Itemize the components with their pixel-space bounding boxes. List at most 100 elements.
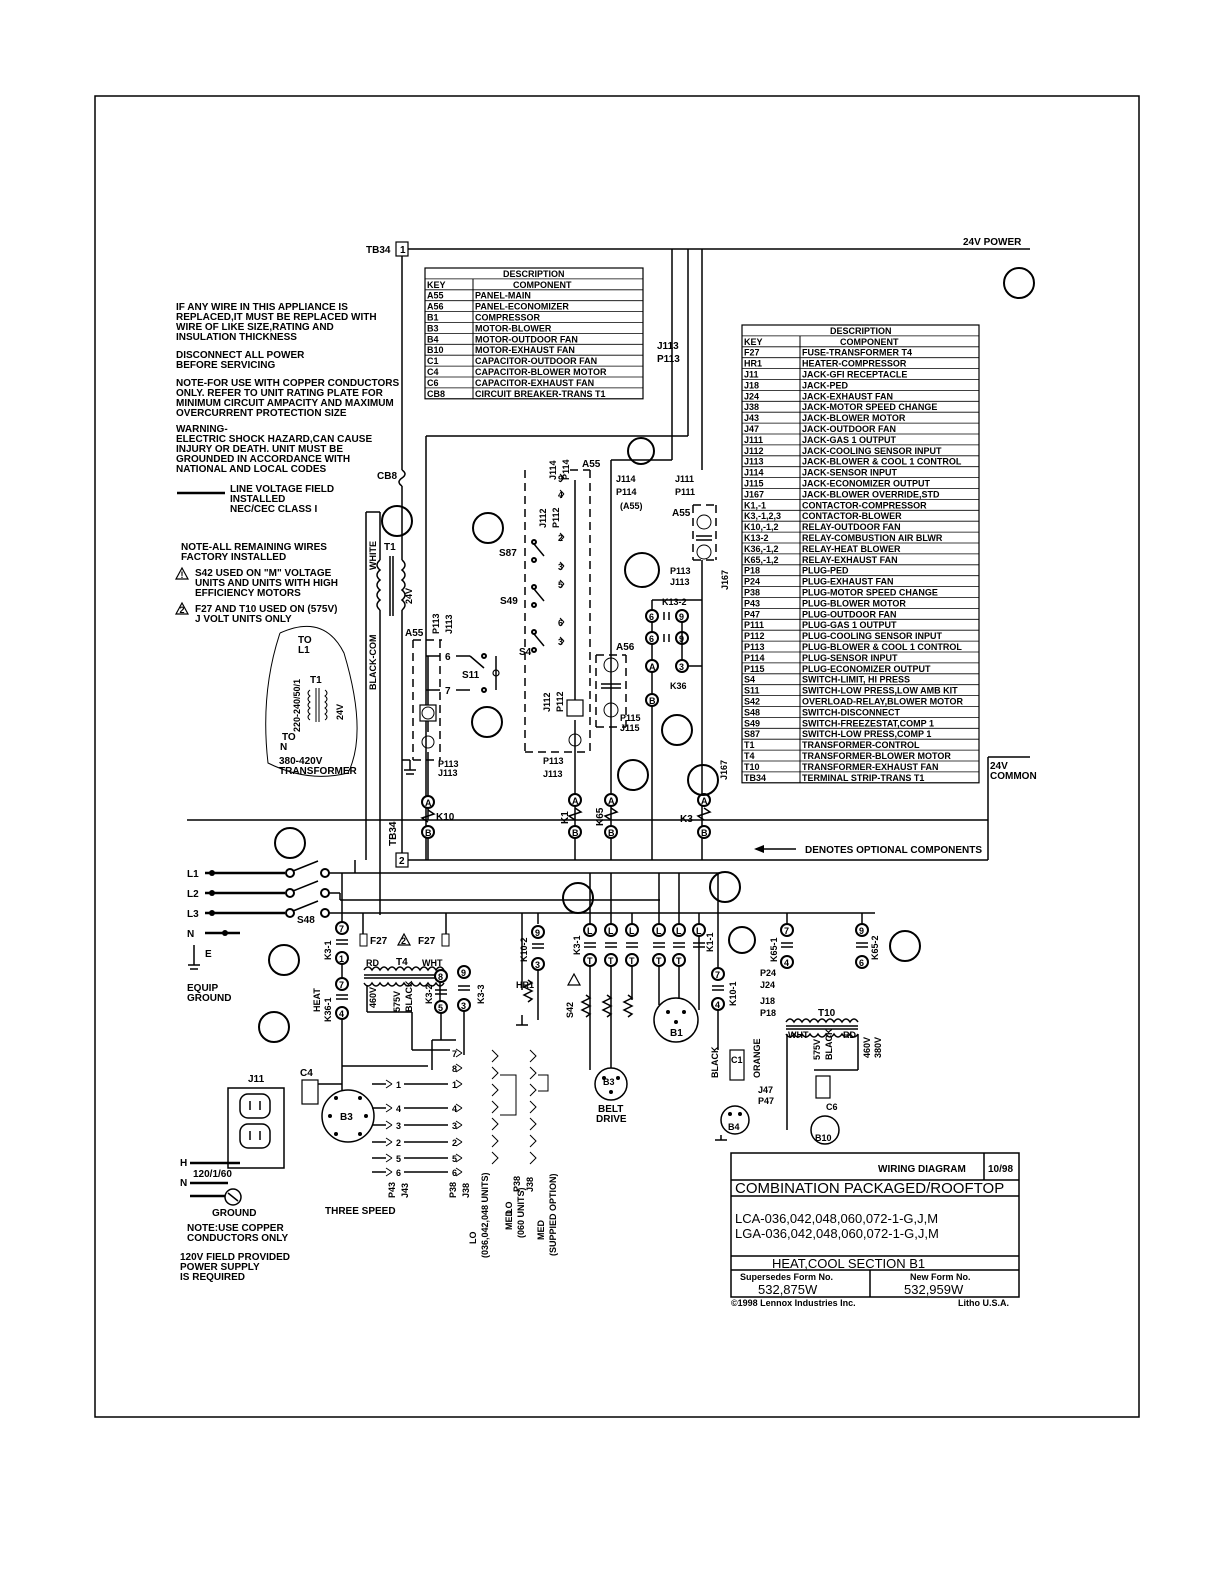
svg-text:6: 6	[445, 652, 451, 663]
j112-top-label: J112	[538, 508, 548, 528]
svg-text:6: 6	[859, 958, 864, 968]
svg-text:T: T	[587, 956, 593, 966]
note-shock-line: GROUNDED IN ACCORDANCE WITH	[176, 454, 350, 465]
tb34-label-top: TB34	[366, 245, 391, 256]
med-lo-1: MED	[504, 1210, 514, 1231]
ground-label: GROUND	[187, 993, 231, 1004]
a55-label-left: A55	[405, 628, 424, 639]
v380-label: 380V	[873, 1037, 883, 1058]
j24-label: J24	[760, 980, 775, 990]
med-lo-3: (060 UNITS)	[516, 1187, 526, 1238]
legend-key: J11	[744, 370, 759, 380]
med-opt-2: (SUPPIED OPTION)	[548, 1173, 558, 1256]
legend-key: P43	[744, 598, 760, 608]
legend-component: RELAY-COMBUSTION AIR BLWR	[802, 533, 943, 543]
note-2-triangle-icon: 2	[174, 601, 190, 615]
svg-text:7: 7	[452, 1049, 457, 1059]
legend-key: S87	[744, 729, 760, 739]
note-copper-line: ONLY. REFER TO UNIT RATING PLATE FOR	[176, 388, 384, 399]
svg-text:7: 7	[339, 924, 344, 934]
b3-motor-label: B3	[340, 1112, 353, 1123]
legend-component: SWITCH-DISCONNECT	[802, 707, 900, 717]
l2-label: L2	[187, 889, 199, 900]
svg-text:3: 3	[558, 562, 563, 572]
legend-col-component: COMPONENT	[840, 337, 899, 347]
f27-left-label: F27	[370, 936, 388, 947]
svg-text:3: 3	[452, 1121, 457, 1131]
v460b-label: 460V	[862, 1037, 872, 1058]
title-kind: WIRING DIAGRAM	[878, 1164, 966, 1175]
a56-label: A56	[616, 642, 635, 653]
title-section: HEAT,COOL SECTION B1	[772, 1256, 925, 1271]
svg-text:A: A	[425, 798, 432, 808]
note-shock-line: ELECTRIC SHOCK HAZARD,CAN CAUSE	[176, 434, 372, 445]
svg-text:7: 7	[445, 686, 451, 697]
black-fan-label: BLACK	[710, 1046, 720, 1078]
p38-label: P38	[448, 1182, 458, 1198]
svg-text:3: 3	[535, 960, 540, 970]
k1-circuit: P113 J113 A B K1	[543, 699, 584, 860]
v460-label: 460V	[368, 987, 378, 1008]
svg-text:2: 2	[558, 533, 563, 543]
legend-key: S42	[744, 697, 760, 707]
note-shock-line: INJURY OR DEATH. UNIT MUST BE	[176, 444, 343, 455]
med-lo-2: LO	[504, 1202, 514, 1215]
legend-key: S48	[744, 707, 760, 717]
svg-text:L: L	[629, 926, 635, 936]
svg-text:L: L	[696, 926, 702, 936]
legend-component: PLUG-MOTOR SPEED CHANGE	[802, 588, 938, 598]
note-note1-line: EFFICIENCY MOTORS	[195, 588, 301, 599]
legend-key: J111	[744, 435, 763, 445]
svg-text:A: A	[701, 796, 708, 806]
legend-component: CIRCUIT BREAKER-TRANS T1	[475, 389, 606, 399]
legend-component: JACK-EXHAUST FAN	[802, 391, 893, 401]
legend-key: A56	[427, 302, 444, 312]
svg-text:T: T	[608, 956, 614, 966]
note-copper-line: MINIMUM CIRCUIT AMPACITY AND MAXIMUM	[176, 398, 394, 409]
s11-label: S11	[462, 670, 480, 681]
legend-col-key: KEY	[744, 337, 763, 347]
legend-component: MOTOR-OUTDOOR FAN	[475, 334, 578, 344]
j113-top-label: J113	[657, 341, 679, 352]
p112-top-label: P112	[551, 507, 561, 528]
legend-key: B4	[427, 334, 439, 344]
v220-label: 220-240/50/1	[292, 679, 302, 732]
k65-2-label: K65-2	[870, 935, 880, 960]
reference-circle	[661, 714, 693, 746]
note-note2-line: F27 AND T10 USED ON (575V)	[195, 604, 337, 615]
svg-text:8: 8	[438, 972, 443, 982]
legend-component: CAPACITOR-OUTDOOR FAN	[475, 356, 597, 366]
legend-component: JACK-SENSOR INPUT	[802, 468, 898, 478]
svg-text:L: L	[676, 926, 682, 936]
p114-left-label: P114	[561, 459, 571, 480]
k65-1-label: K65-1	[769, 937, 779, 962]
reference-circle	[562, 882, 594, 914]
transformer-word-note: TRANSFORMER	[279, 766, 358, 777]
t1-24v-label: 24V	[404, 588, 414, 604]
k36-2-label: K36	[670, 681, 687, 691]
med-opt-1: MED	[536, 1220, 546, 1241]
svg-text:7: 7	[715, 970, 720, 980]
b4-label: B4	[728, 1122, 740, 1132]
p113-k3-label: P113	[670, 566, 691, 576]
s42-label: S42	[565, 1002, 575, 1018]
svg-text:T: T	[656, 956, 662, 966]
svg-text:3: 3	[679, 662, 684, 672]
legend-component: TRANSFORMER-CONTROL	[802, 740, 920, 750]
black-label: BLACK	[404, 980, 414, 1012]
legend-component: JACK-COOLING SENSOR INPUT	[802, 446, 942, 456]
legend-component: FUSE-TRANSFORMER T4	[802, 348, 912, 358]
t1-box-label: T1	[310, 675, 322, 686]
svg-text:4: 4	[452, 1104, 457, 1114]
t10-label: T10	[818, 1008, 836, 1019]
v575b-label: 575V	[812, 1039, 822, 1060]
v575-label: 575V	[392, 991, 402, 1012]
legend-component: SWITCH-LOW PRESS,COMP 1	[802, 729, 931, 739]
legend-component: CONTACTOR-BLOWER	[802, 511, 902, 521]
reference-circle	[624, 552, 660, 588]
legend-component: CONTACTOR-COMPRESSOR	[802, 500, 927, 510]
legend-key: A55	[427, 291, 444, 301]
svg-text:7: 7	[784, 926, 789, 936]
p24-label: P24	[760, 968, 776, 978]
